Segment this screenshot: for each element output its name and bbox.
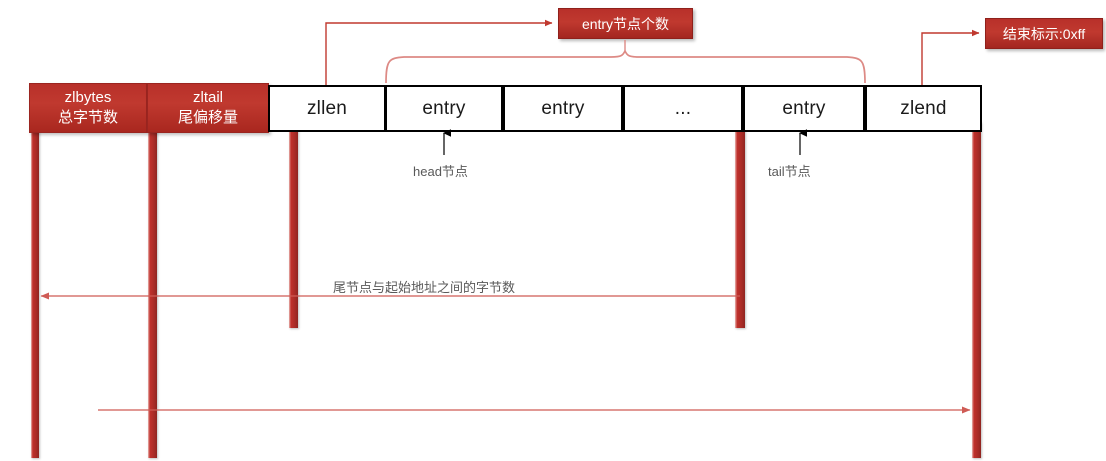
field-zllen: zllen bbox=[268, 85, 386, 132]
field-entry-tail: entry bbox=[743, 85, 865, 132]
field-entry-2: entry bbox=[503, 85, 623, 132]
guide-bar-tail-entry bbox=[735, 122, 745, 328]
note-tail-node: tail节点 bbox=[768, 164, 811, 179]
field-zltail-line1: zltail bbox=[192, 88, 223, 106]
note-head-node: head节点 bbox=[413, 164, 468, 179]
guide-bar-zltail-start bbox=[148, 120, 157, 458]
brace-entries bbox=[385, 49, 866, 84]
field-zlend: zlend bbox=[865, 85, 982, 132]
callout-end-marker: 结束标示:0xff bbox=[985, 18, 1103, 49]
field-zlbytes-line2: 总字节数 bbox=[57, 109, 118, 126]
guide-bar-zlend bbox=[972, 122, 981, 458]
callout-entry-count: entry节点个数 bbox=[558, 8, 693, 39]
guide-bar-ziplist-start bbox=[289, 120, 298, 328]
connector-zlend-to-end-marker bbox=[921, 29, 980, 85]
field-zltail: zltail 尾偏移量 bbox=[147, 83, 269, 133]
connector-zllen-to-entry-count bbox=[325, 19, 553, 85]
guide-bar-zlbytes-start bbox=[31, 120, 39, 458]
field-zlbytes-line1: zlbytes bbox=[64, 88, 112, 106]
field-entry-head: entry bbox=[385, 85, 503, 132]
field-zltail-line2: 尾偏移量 bbox=[177, 109, 238, 126]
note-tail-offset-measure: 尾节点与起始地址之间的字节数 bbox=[333, 280, 516, 295]
field-ellipsis: ... bbox=[623, 85, 743, 132]
field-zlbytes: zlbytes 总字节数 bbox=[29, 83, 147, 133]
